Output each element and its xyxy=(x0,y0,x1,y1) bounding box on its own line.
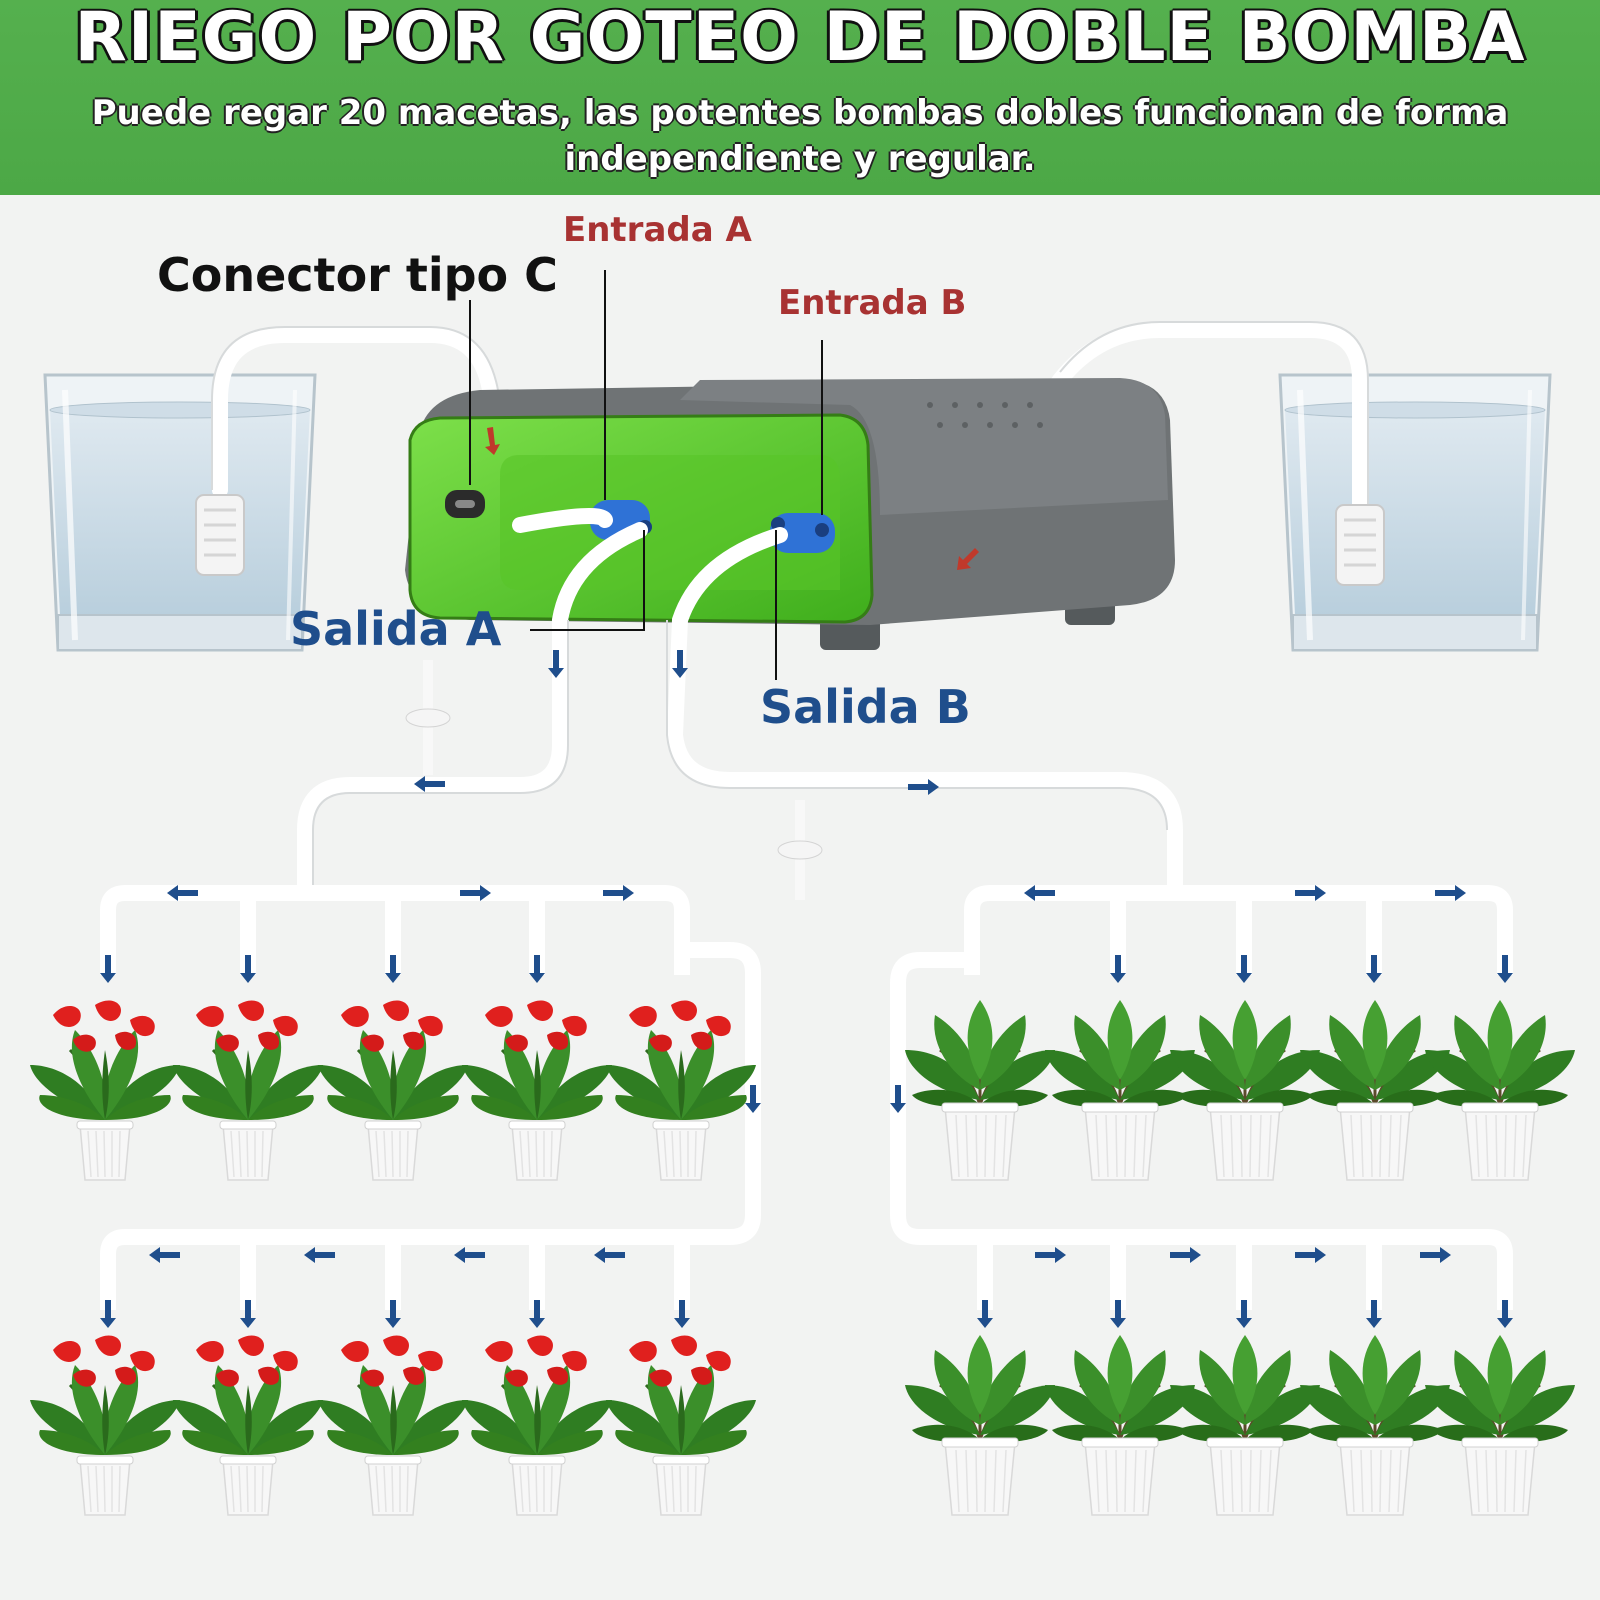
arrow-left-icon xyxy=(167,885,198,901)
inlet-a-label: Entrada A xyxy=(563,210,752,250)
arrow-down-icon xyxy=(672,650,688,678)
header-banner: RIEGO POR GOTEO DE DOBLE BOMBA Puede reg… xyxy=(0,0,1600,195)
arrow-down-icon xyxy=(977,1300,993,1328)
arrow-left-icon xyxy=(304,1247,335,1263)
arrow-right-icon xyxy=(1435,885,1466,901)
anthurium-plant xyxy=(171,998,325,1182)
pipe-network-b xyxy=(890,885,1513,1310)
arrow-left-icon xyxy=(1024,885,1055,901)
foliage-plant xyxy=(1298,1333,1452,1517)
arrow-left-icon xyxy=(414,776,445,792)
foliage-plant xyxy=(903,1333,1057,1517)
anthurium-plant xyxy=(171,1333,325,1517)
foliage-plant xyxy=(1168,1333,1322,1517)
arrow-down-icon xyxy=(548,650,564,678)
arrow-down-icon xyxy=(1110,1300,1126,1328)
anthurium-plant xyxy=(460,1333,614,1517)
arrow-down-icon xyxy=(385,955,401,983)
arrow-down-icon xyxy=(890,1085,906,1113)
foliage-plant xyxy=(1423,1333,1577,1517)
arrow-right-icon xyxy=(1295,885,1326,901)
type-c-connector-label: Conector tipo C xyxy=(157,248,558,302)
anthurium-plant xyxy=(316,998,470,1182)
arrow-right-icon xyxy=(460,885,491,901)
water-glass-left xyxy=(45,375,315,650)
port-b xyxy=(770,513,835,553)
anthurium-plant xyxy=(604,998,758,1182)
arrow-down-icon xyxy=(1366,955,1382,983)
arrow-down-icon xyxy=(385,1300,401,1328)
foliage-plant xyxy=(1168,998,1322,1182)
arrow-right-icon xyxy=(908,779,939,795)
valve-b xyxy=(777,800,823,900)
outlet-tubes xyxy=(297,508,1183,898)
anthurium-plant xyxy=(316,1333,470,1517)
inlet-arrows xyxy=(485,427,979,570)
foliage-plant xyxy=(1423,998,1577,1182)
intake-filter-right xyxy=(1335,504,1385,586)
foliage-plant xyxy=(903,998,1057,1182)
foliage-plant xyxy=(1043,1333,1197,1517)
arrow-left-icon xyxy=(454,1247,485,1263)
arrow-down-icon xyxy=(1497,1300,1513,1328)
arrow-right-icon xyxy=(1295,1247,1326,1263)
flow-arrows xyxy=(100,650,1513,1328)
arrow-down-icon xyxy=(100,955,116,983)
anthurium-plant xyxy=(604,1333,758,1517)
arrow-down-icon xyxy=(529,1300,545,1328)
arrow-down-icon xyxy=(529,955,545,983)
arrow-left-icon xyxy=(594,1247,625,1263)
arrow-down-left-icon xyxy=(957,548,979,570)
anthurium-plant xyxy=(28,998,182,1182)
arrow-right-icon xyxy=(1170,1247,1201,1263)
intake-filter-left xyxy=(195,494,245,576)
arrow-down-icon xyxy=(1236,1300,1252,1328)
arrow-down-icon xyxy=(674,1300,690,1328)
anthurium-plant xyxy=(460,998,614,1182)
valve-a xyxy=(405,660,451,775)
arrow-down-icon xyxy=(1366,1300,1382,1328)
type-c-port xyxy=(445,490,485,518)
arrow-down-icon xyxy=(745,1085,761,1113)
arrow-down-icon xyxy=(485,427,500,455)
arrow-down-icon xyxy=(1236,955,1252,983)
arrow-down-icon xyxy=(1497,955,1513,983)
leader-lines xyxy=(469,270,823,680)
outlet-b-label: Salida B xyxy=(760,680,971,734)
arrow-down-icon xyxy=(240,1300,256,1328)
arrow-down-icon xyxy=(100,1300,116,1328)
anthurium-plant xyxy=(28,1333,182,1517)
arrow-down-icon xyxy=(240,955,256,983)
arrow-right-icon xyxy=(1035,1247,1066,1263)
arrow-left-icon xyxy=(149,1247,180,1263)
page-subtitle: Puede regar 20 macetas, las potentes bom… xyxy=(91,93,1509,179)
foliage-plant xyxy=(1043,998,1197,1182)
foliage-plant xyxy=(1298,998,1452,1182)
arrow-down-icon xyxy=(1110,955,1126,983)
arrow-right-icon xyxy=(603,885,634,901)
arrow-right-icon xyxy=(1420,1247,1451,1263)
inlet-b-label: Entrada B xyxy=(778,283,967,323)
outlet-a-label: Salida A xyxy=(290,602,502,656)
water-glass-right xyxy=(1280,375,1550,650)
page-title: RIEGO POR GOTEO DE DOBLE BOMBA xyxy=(74,0,1526,78)
